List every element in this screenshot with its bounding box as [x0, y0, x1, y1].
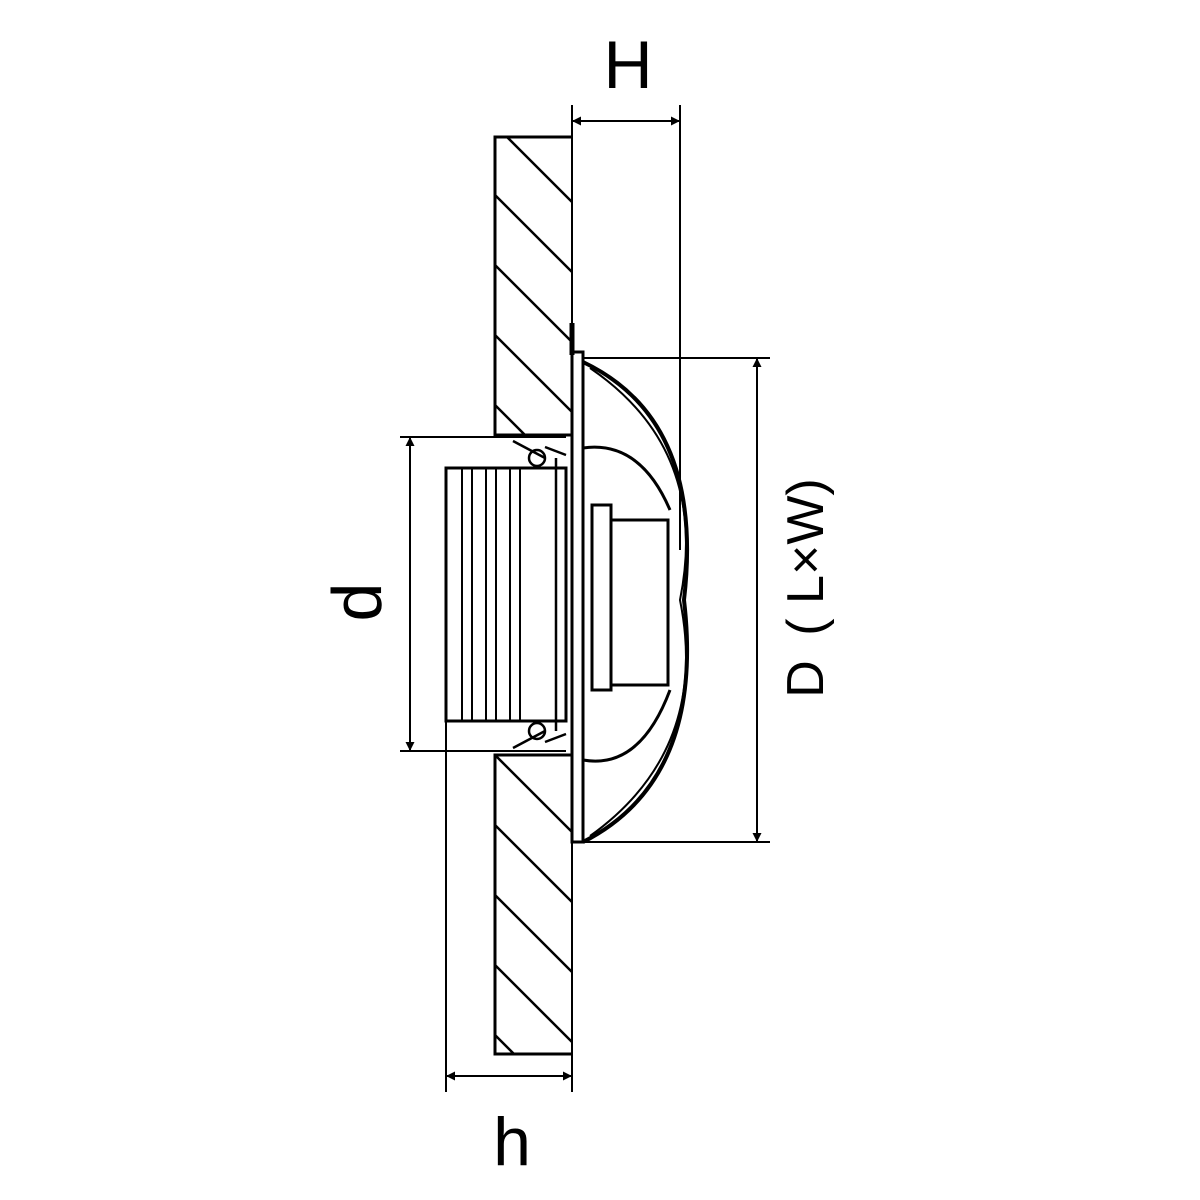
dome-lens: [582, 360, 690, 844]
spring-clip-bottom: [512, 721, 567, 750]
dimension-d-label: d: [318, 583, 396, 622]
dimension-d: d: [318, 436, 566, 752]
reflector-inner: [590, 503, 670, 692]
ceiling-section-top: [493, 135, 572, 437]
dimension-h-label: h: [493, 1104, 531, 1180]
dimension-D-label: D ( L×W): [777, 478, 835, 697]
dimension-D-detail: ( L×W): [777, 478, 835, 635]
dimension-H-label: H: [603, 27, 652, 103]
trim-plate: [570, 350, 585, 844]
dimension-D: D ( L×W): [583, 357, 835, 843]
dimension-h: h: [445, 721, 573, 1180]
dimension-H: H: [571, 27, 681, 550]
dimension-D-symbol: D: [777, 660, 835, 698]
housing-body: [444, 458, 568, 731]
ceiling-section-bottom: [493, 753, 572, 1056]
spring-clip-top: [512, 439, 567, 468]
